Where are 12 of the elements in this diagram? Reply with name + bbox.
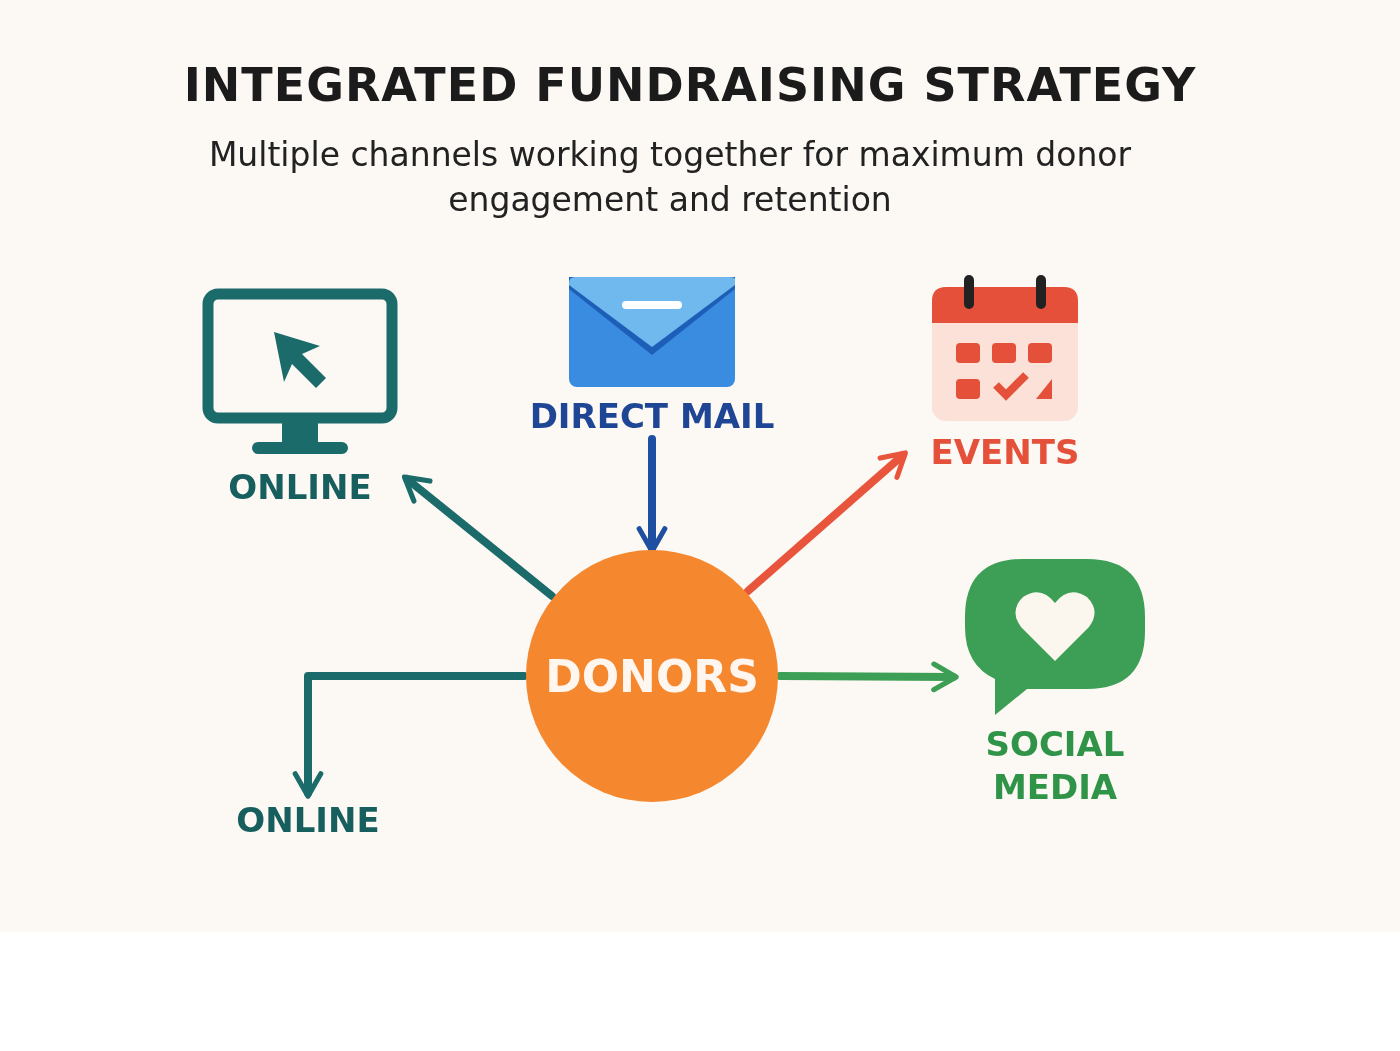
node-label: SOCIAL MEDIA xyxy=(984,723,1126,808)
arrow xyxy=(776,661,959,693)
node-label: EVENTS xyxy=(930,430,1080,473)
node-label: ONLINE xyxy=(228,465,372,508)
arrow xyxy=(401,474,556,600)
node-label: DIRECT MAIL xyxy=(529,394,775,437)
arrow xyxy=(744,450,908,595)
node-label: ONLINE xyxy=(236,798,380,841)
subtitle: Multiple channels working together for maximum donor engagement and retention xyxy=(207,134,1133,221)
arrow xyxy=(292,672,528,799)
title: INTEGRATED FUNDRAISING STRATEGY xyxy=(182,58,1198,112)
node-label: DONORS xyxy=(545,649,759,704)
